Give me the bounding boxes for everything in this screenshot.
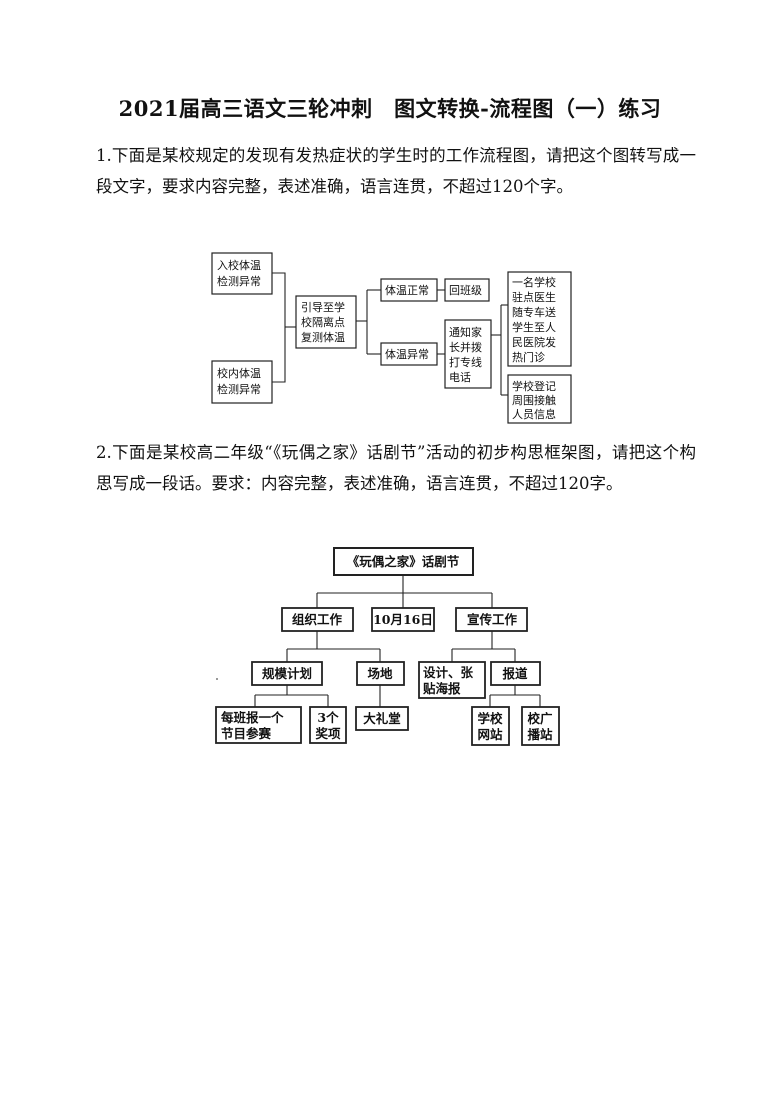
- node-abnormal: 体温异常: [380, 342, 438, 366]
- node-isolate-line3: 复测体温: [301, 330, 345, 344]
- node-notify-line4: 电话: [449, 371, 471, 384]
- node-campus-check-line2: 检测异常: [217, 382, 261, 396]
- node-doctor: 一名学校 驻点医生 随专车送 学生至人 民医院发 热门诊: [507, 271, 572, 367]
- node-doctor-line2: 驻点医生: [512, 290, 556, 304]
- node-isolate: 引导至学 校隔离点 复测体温: [295, 295, 357, 349]
- node-notify-line1: 通知家: [449, 325, 482, 339]
- node-doctor-line1: 一名学校: [512, 275, 556, 289]
- node-notify-line2: 长并拨: [449, 340, 482, 354]
- drama-festival-diagram: 《玩偶之家》话剧节 组织工作 10月16日 宣传工作 规模计划 场地 设计、张 …: [215, 547, 560, 746]
- node-entry-check-line1: 入校体温: [217, 258, 261, 272]
- node-each-class-line2: 节目参赛: [221, 726, 272, 741]
- node-publicity-label: 宣传工作: [467, 612, 518, 627]
- node-venue-label: 场地: [367, 666, 393, 681]
- node-entry-check: 入校体温 检测异常: [211, 252, 273, 295]
- node-design-line1: 设计、张: [423, 665, 474, 680]
- node-radio: 校广 播站: [521, 706, 560, 746]
- flowchart-1-connectors: [272, 272, 508, 396]
- scan-speck: [216, 678, 218, 680]
- node-campus-check: 校内体温 检测异常: [211, 360, 273, 404]
- node-register-line1: 学校登记: [512, 379, 556, 393]
- node-date: 10月16日: [371, 607, 435, 632]
- question-2-text: 2.下面是某校高二年级“《玩偶之家》话剧节”活动的初步构思框架图，请把这个构思写…: [96, 443, 696, 493]
- node-root: 《玩偶之家》话剧节: [333, 547, 474, 576]
- node-school-web-line2: 网站: [477, 727, 503, 742]
- node-register-line2: 周围接触: [512, 393, 556, 407]
- node-awards-line2: 奖项: [315, 726, 341, 741]
- node-register-line3: 人员信息: [512, 407, 556, 421]
- node-back-class-label: 回班级: [449, 284, 482, 297]
- node-notify-line3: 打专线: [449, 355, 482, 369]
- node-hall: 大礼堂: [355, 706, 409, 731]
- node-plan-label: 规模计划: [262, 666, 312, 681]
- node-isolate-line2: 校隔离点: [301, 315, 345, 329]
- node-isolate-line1: 引导至学: [301, 300, 345, 314]
- node-plan: 规模计划: [251, 661, 323, 686]
- node-radio-line1: 校广: [527, 711, 553, 726]
- node-normal-label: 体温正常: [385, 283, 429, 297]
- node-school-web-line1: 学校: [477, 711, 503, 726]
- node-register: 学校登记 周围接触 人员信息: [507, 374, 572, 424]
- diagram-2-connectors: [254, 575, 541, 707]
- node-design: 设计、张 贴海报: [418, 661, 486, 699]
- node-date-label: 10月16日: [373, 612, 433, 627]
- node-each-class-line1: 每班报一个: [221, 710, 284, 725]
- node-each-class: 每班报一个 节目参赛: [215, 706, 302, 744]
- fever-flowchart: 入校体温 检测异常 校内体温 检测异常 引导至学 校隔离点 复测体温 体温正常 …: [211, 252, 572, 424]
- node-radio-line2: 播站: [527, 727, 553, 742]
- node-normal: 体温正常: [380, 278, 438, 302]
- node-doctor-line5: 民医院发: [512, 335, 556, 349]
- node-abnormal-label: 体温异常: [385, 347, 429, 361]
- node-doctor-line4: 学生至人: [512, 320, 556, 334]
- node-organize: 组织工作: [281, 607, 354, 632]
- node-publicity: 宣传工作: [455, 607, 528, 632]
- node-doctor-line3: 随专车送: [512, 305, 556, 319]
- node-awards: 3个 奖项: [309, 706, 347, 744]
- node-organize-label: 组织工作: [292, 612, 343, 627]
- node-school-web: 学校 网站: [471, 706, 510, 746]
- node-hall-label: 大礼堂: [363, 711, 401, 726]
- node-campus-check-line1: 校内体温: [217, 366, 261, 380]
- node-design-line2: 贴海报: [423, 681, 461, 696]
- node-entry-check-line2: 检测异常: [217, 274, 261, 288]
- node-notify: 通知家 长并拨 打专线 电话: [444, 319, 492, 389]
- node-report: 报道: [490, 661, 541, 686]
- node-doctor-line6: 热门诊: [512, 350, 545, 364]
- page-title: 2021届高三语文三轮冲刺 图文转换-流程图（一）练习: [118, 96, 662, 121]
- node-root-label: 《玩偶之家》话剧节: [347, 554, 460, 569]
- node-awards-line1: 3个: [317, 710, 339, 725]
- node-venue: 场地: [356, 661, 405, 686]
- node-back-class: 回班级: [444, 278, 490, 302]
- question-1-text: 1.下面是某校规定的发现有发热症状的学生时的工作流程图，请把这个图转写成一段文字…: [96, 146, 696, 196]
- node-report-label: 报道: [502, 666, 528, 681]
